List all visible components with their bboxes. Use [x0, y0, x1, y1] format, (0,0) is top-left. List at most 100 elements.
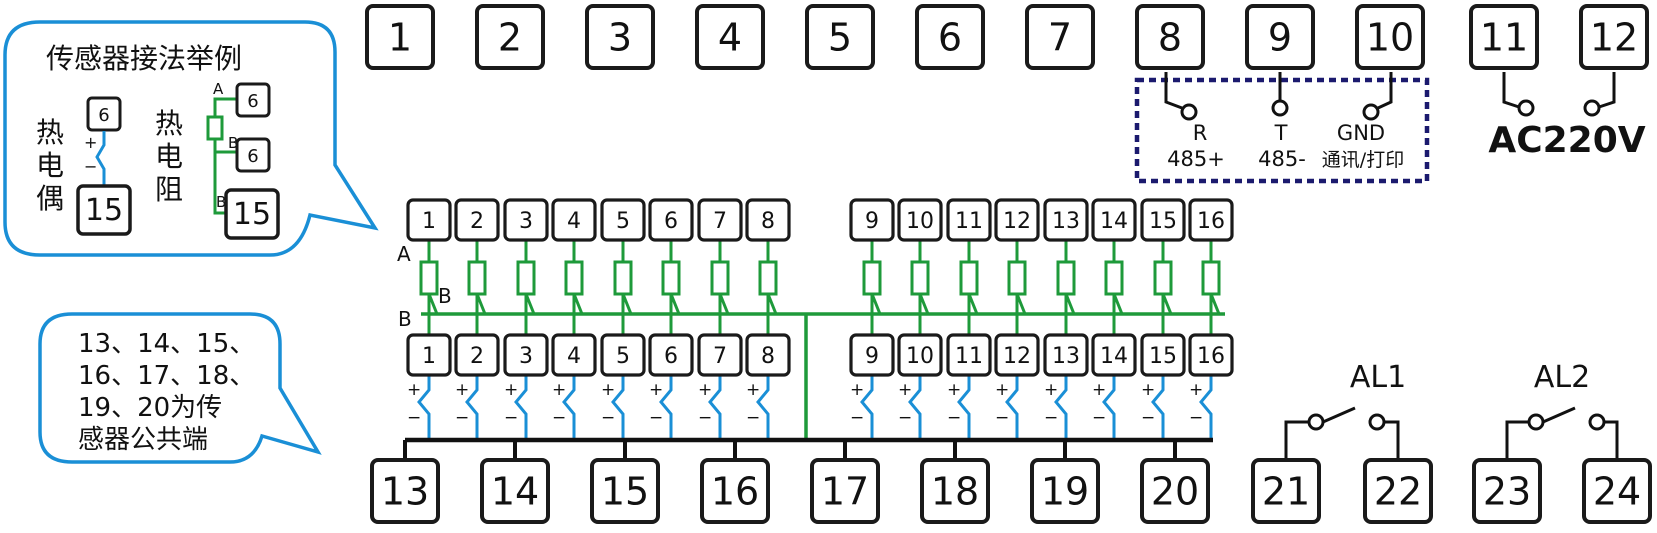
sensor-bottom-terminal-1: 1: [406, 333, 452, 377]
rtd-wire-b-branch-7: [718, 293, 730, 315]
note-line-2: 16、17、18、: [78, 361, 255, 391]
sensor-top-terminal-10: 10: [897, 198, 943, 242]
rtd-resistor-5: [613, 260, 633, 296]
sensor-bottom-terminal-2-box: [454, 333, 500, 377]
thermocouple-minus-5: −: [601, 408, 615, 428]
rtd-resistor-3: [516, 260, 536, 296]
rtd-resistor-12: [1007, 260, 1027, 296]
thermocouple-wire-4: [562, 375, 576, 440]
thermocouple-wire-5: [611, 375, 625, 440]
sensor-top-terminal-14: 14: [1091, 198, 1137, 242]
note-line-4: 感器公共端: [78, 425, 208, 455]
sensor-top-terminal-8-box: [745, 198, 791, 242]
sensor-bottom-terminal-8-label: 8: [761, 344, 775, 369]
rtd-wire-b-branch-3: [524, 293, 536, 315]
bottom-terminal-23-label: 23: [1483, 470, 1531, 514]
thermocouple-plus-4: +: [552, 380, 566, 400]
thermocouple-wire-11: [957, 375, 971, 440]
bottom-terminal-19-label: 19: [1041, 470, 1089, 514]
thermocouple-char-2: 电: [36, 149, 64, 182]
tc-example-small-terminal: 6: [86, 96, 122, 132]
sensor-bottom-terminal-3: 3: [503, 333, 549, 377]
thermocouple-wire-12: [1005, 375, 1019, 440]
top-terminal-6: 6: [915, 4, 985, 70]
comm-r-label: 485+: [1167, 147, 1225, 171]
rtd-example-big-terminal: 15: [224, 188, 280, 240]
rtd-wire-b-branch-6: [669, 293, 681, 315]
power-wire-r: [1598, 72, 1616, 109]
rtd-example-lead-a: A: [213, 80, 224, 98]
rtd-wire-b-branch-12: [1015, 293, 1027, 315]
thermocouple-minus-11: −: [947, 408, 961, 428]
bottom-terminal-16-box: [700, 458, 770, 524]
sensor-top-terminal-4-label: 4: [567, 209, 581, 234]
sensor-bottom-terminal-5-box: [600, 333, 646, 377]
thermocouple-wire-2: [465, 375, 479, 440]
sensor-top-terminal-13-label: 13: [1052, 209, 1080, 234]
sensor-top-terminal-3-label: 3: [519, 209, 533, 234]
comm-contact-gnd: [1362, 103, 1380, 121]
sensor-bottom-terminal-6: 6: [648, 333, 694, 377]
sensor-bottom-terminal-16-box: [1188, 333, 1234, 377]
thermocouple-plus-9: +: [850, 380, 864, 400]
thermocouple-minus-4: −: [552, 408, 566, 428]
sensor-top-terminal-2-label: 2: [470, 209, 484, 234]
thermocouple-wire-1: [417, 375, 431, 440]
bottom-terminal-17: 17: [810, 458, 880, 524]
common-terminal-note-callout: 13、14、15、 16、17、18、 19、20为传 感器公共端: [38, 312, 322, 464]
rtd-resistor-9: [862, 260, 882, 296]
sensor-bottom-terminal-15: 15: [1140, 333, 1186, 377]
top-terminal-8-label: 8: [1158, 16, 1182, 60]
sensor-top-terminal-15-label: 15: [1149, 209, 1177, 234]
top-terminal-3: 3: [585, 4, 655, 70]
sensor-bottom-terminal-12-box: [994, 333, 1040, 377]
sensor-bottom-terminal-11: 11: [946, 333, 992, 377]
thermocouple-plus-3: +: [504, 380, 518, 400]
sensor-bottom-terminal-14-label: 14: [1100, 344, 1128, 369]
top-terminal-5-label: 5: [828, 16, 852, 60]
top-terminal-5: 5: [805, 4, 875, 70]
rtd-example-terminal-b: 6: [235, 137, 271, 173]
sensor-bottom-terminal-7-box: [697, 333, 743, 377]
rtd-wire-b-branch-15: [1161, 293, 1173, 315]
alarm-1-contact-a: [1307, 413, 1325, 431]
bottom-terminal-20: 20: [1140, 458, 1210, 524]
sensor-bottom-terminal-9: 9: [849, 333, 895, 377]
sensor-bottom-terminal-5-label: 5: [616, 344, 630, 369]
top-terminal-2-box: [475, 4, 545, 70]
bottom-terminal-23-box: [1472, 458, 1542, 524]
rtd-lead-b-label-1: B: [438, 284, 452, 308]
comm-t-label: 485-: [1258, 147, 1306, 171]
rtd-resistor-14: [1104, 260, 1124, 296]
sensor-top-terminal-3-box: [503, 198, 549, 242]
sensor-bottom-terminal-14: 14: [1091, 333, 1137, 377]
thermocouple-minus-10: −: [898, 408, 912, 428]
sensor-top-terminal-9: 9: [849, 198, 895, 242]
rtd-wire-b-branch-16: [1209, 293, 1221, 315]
sensor-top-terminal-14-box: [1091, 198, 1137, 242]
top-terminal-4-box: [695, 4, 765, 70]
thermocouple-wire-7: [708, 375, 722, 440]
bottom-terminal-19-box: [1030, 458, 1100, 524]
svg-text:15: 15: [85, 193, 123, 228]
alarm-1-label: AL1: [1350, 360, 1406, 395]
sensor-bottom-terminal-4-box: [551, 333, 597, 377]
rtd-resistor-10: [910, 260, 930, 296]
alarm-2-wiring: [1505, 406, 1619, 458]
bottom-terminal-17-label: 17: [821, 470, 869, 514]
thermocouple-plus-6: +: [649, 380, 663, 400]
sensor-top-terminal-2-box: [454, 198, 500, 242]
sensor-top-terminal-13: 13: [1043, 198, 1089, 242]
top-terminal-3-label: 3: [608, 16, 632, 60]
tc-example-minus: −: [84, 157, 97, 176]
bottom-terminal-16-label: 16: [711, 470, 759, 514]
sensor-bottom-terminal-15-label: 15: [1149, 344, 1177, 369]
sensor-top-terminal-9-label: 9: [865, 209, 879, 234]
thermocouple-wire-14: [1102, 375, 1116, 440]
thermocouple-wire-10: [908, 375, 922, 440]
thermocouple-plus-7: +: [698, 380, 712, 400]
sensor-bottom-terminal-8: 8: [745, 333, 791, 377]
top-terminal-8: 8: [1135, 4, 1205, 70]
sensor-top-terminal-1-box: [406, 198, 452, 242]
sensor-top-terminal-9-box: [849, 198, 895, 242]
